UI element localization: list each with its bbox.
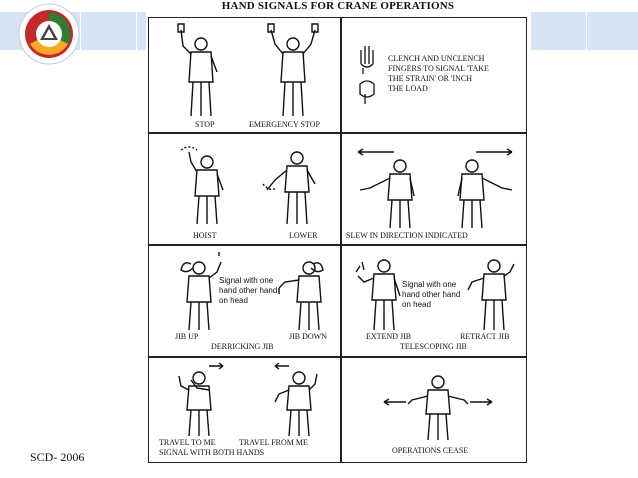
- banner-tile: [530, 12, 586, 50]
- slew-right-figure-icon: [457, 148, 513, 229]
- panel-operations-cease: OPERATIONS CEASE: [341, 357, 527, 463]
- travel-from-me-figure-icon: [274, 362, 318, 437]
- lower-figure-icon: [262, 151, 316, 225]
- footer-code: SCD- 2006: [30, 450, 85, 464]
- panel-travel: TRAVEL TO ME TRAVEL FROM ME SIGNAL WITH …: [148, 357, 341, 463]
- stop-figure-icon: [177, 23, 218, 117]
- label-hoist: HOIST: [193, 231, 217, 240]
- clench-instructions: CLENCH AND UNCLENCH FINGERS TO SIGNAL 'T…: [388, 54, 489, 93]
- operations-cease-figure-icon: [383, 375, 493, 441]
- label-retract-jib: RETRACT JIB: [460, 332, 510, 341]
- travel-to-me-figure-icon: [178, 362, 224, 437]
- label-emergency-stop: EMERGENCY STOP: [249, 120, 320, 129]
- extend-jib-figure-icon: [355, 259, 401, 331]
- slew-left-figure-icon: [357, 148, 415, 229]
- hse-logo-icon: [18, 3, 80, 65]
- jib-up-figure-icon: [180, 252, 222, 331]
- panel-telescoping: Signal with one hand other hand on head …: [341, 245, 527, 357]
- label-travel-to-me: TRAVEL TO ME: [159, 438, 216, 447]
- emergency-stop-figure-icon: [267, 23, 319, 117]
- signals-sheet: HAND SIGNALS FOR CRANE OPERATIONS: [146, 0, 530, 478]
- label-derricking-jib: DERRICKING JIB: [211, 342, 274, 351]
- label-travel-from-me: TRAVEL FROM ME: [239, 438, 308, 447]
- panel-slew: SLEW IN DIRECTION INDICATED: [341, 133, 527, 245]
- label-extend-jib: EXTEND JIB: [366, 332, 412, 341]
- clench-hands-icon: [359, 46, 375, 104]
- label-slew: SLEW IN DIRECTION INDICATED: [346, 231, 468, 240]
- panel-stop: STOP EMERGENCY STOP: [148, 17, 341, 133]
- banner-tile: [80, 12, 136, 50]
- banner-tile: [136, 12, 192, 50]
- derricking-signal-note: Signal with one hand other hand on head: [219, 276, 278, 305]
- retract-jib-figure-icon: [467, 259, 515, 331]
- label-stop: STOP: [195, 120, 215, 129]
- label-both-hands: SIGNAL WITH BOTH HANDS: [159, 448, 265, 457]
- panel-derricking: Signal with one hand other hand on head …: [148, 245, 341, 357]
- label-jib-down: JIB DOWN: [289, 332, 327, 341]
- telescoping-signal-note: Signal with one hand other hand on head: [402, 280, 461, 309]
- hoist-figure-icon: [180, 146, 224, 225]
- label-operations-cease: OPERATIONS CEASE: [392, 446, 469, 455]
- panel-hoist-lower: HOIST LOWER: [148, 133, 341, 245]
- page-title: HAND SIGNALS FOR CRANE OPERATIONS: [221, 0, 455, 12]
- label-telescoping-jib: TELESCOPING JIB: [400, 342, 467, 351]
- banner-tile: [586, 12, 638, 50]
- label-jib-up: JIB UP: [175, 332, 199, 341]
- label-lower: LOWER: [289, 231, 318, 240]
- jib-down-figure-icon: [278, 261, 324, 331]
- panel-clench: CLENCH AND UNCLENCH FINGERS TO SIGNAL 'T…: [341, 17, 527, 133]
